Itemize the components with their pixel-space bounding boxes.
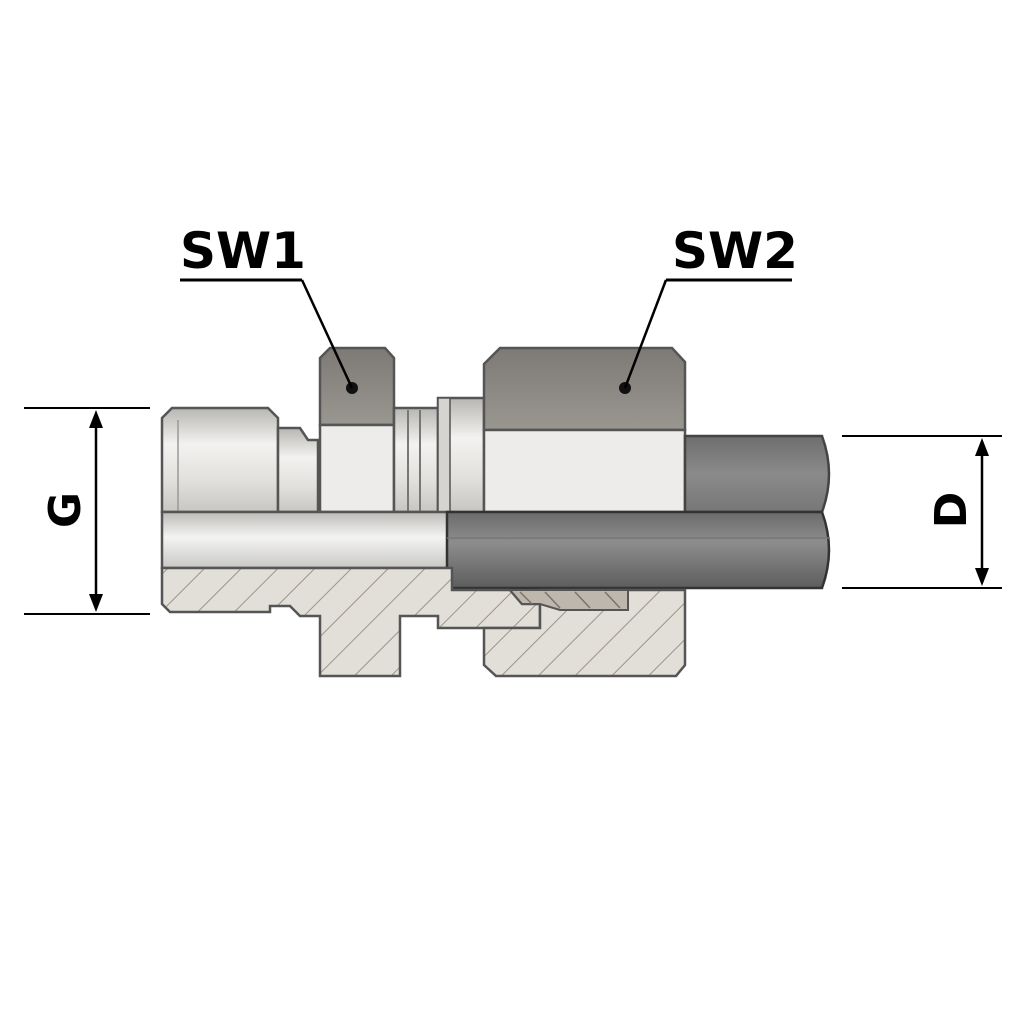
tube-section: [445, 510, 831, 590]
sw2-hex-nut: [482, 346, 687, 514]
cutting-ring-section: [500, 589, 629, 611]
d-arrow-down-icon: [975, 568, 989, 586]
dimension-g: G: [24, 407, 150, 615]
threaded-stud: [160, 406, 280, 514]
tube-upper: [683, 434, 831, 514]
g-arrow-down-icon: [89, 594, 103, 612]
neck-groove: [276, 426, 320, 514]
dimension-d: D: [842, 435, 1002, 589]
g-arrow-up-icon: [89, 410, 103, 428]
g-label: G: [40, 492, 91, 528]
body-collar: [392, 396, 486, 514]
sw1-hex-body: [318, 346, 396, 514]
callout-sw2: SW2: [623, 222, 798, 389]
bore-section: [160, 510, 454, 570]
callout-sw1: SW1: [180, 222, 354, 389]
sw1-label: SW1: [180, 222, 306, 280]
d-arrow-up-icon: [975, 438, 989, 456]
d-label: D: [926, 492, 977, 529]
nut-cut-section: [482, 588, 687, 678]
sw2-label: SW2: [672, 222, 798, 280]
